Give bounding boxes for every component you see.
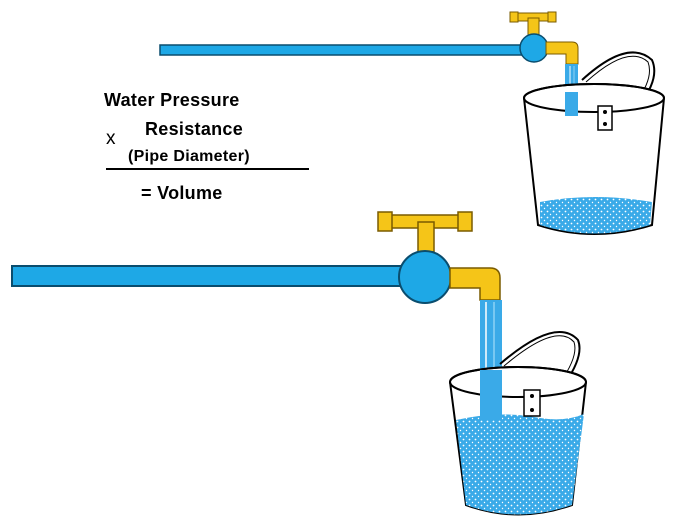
bottom-faucet-icon	[377, 211, 501, 304]
formula-multiply-sign: x	[106, 128, 116, 149]
top-pipe	[159, 44, 527, 56]
formula-water-pressure: Water Pressure	[104, 90, 240, 110]
bottom-bucket-icon	[449, 331, 587, 516]
top-bucket-icon	[523, 51, 665, 235]
bottom-pipe	[11, 265, 409, 287]
formula-divider-line	[106, 168, 309, 170]
formula-volume: = Volume	[141, 183, 223, 203]
formula-resistance: Resistance	[145, 119, 244, 139]
top-faucet-icon	[509, 11, 579, 65]
formula-pipe-diameter: (Pipe Diameter)	[128, 148, 250, 165]
